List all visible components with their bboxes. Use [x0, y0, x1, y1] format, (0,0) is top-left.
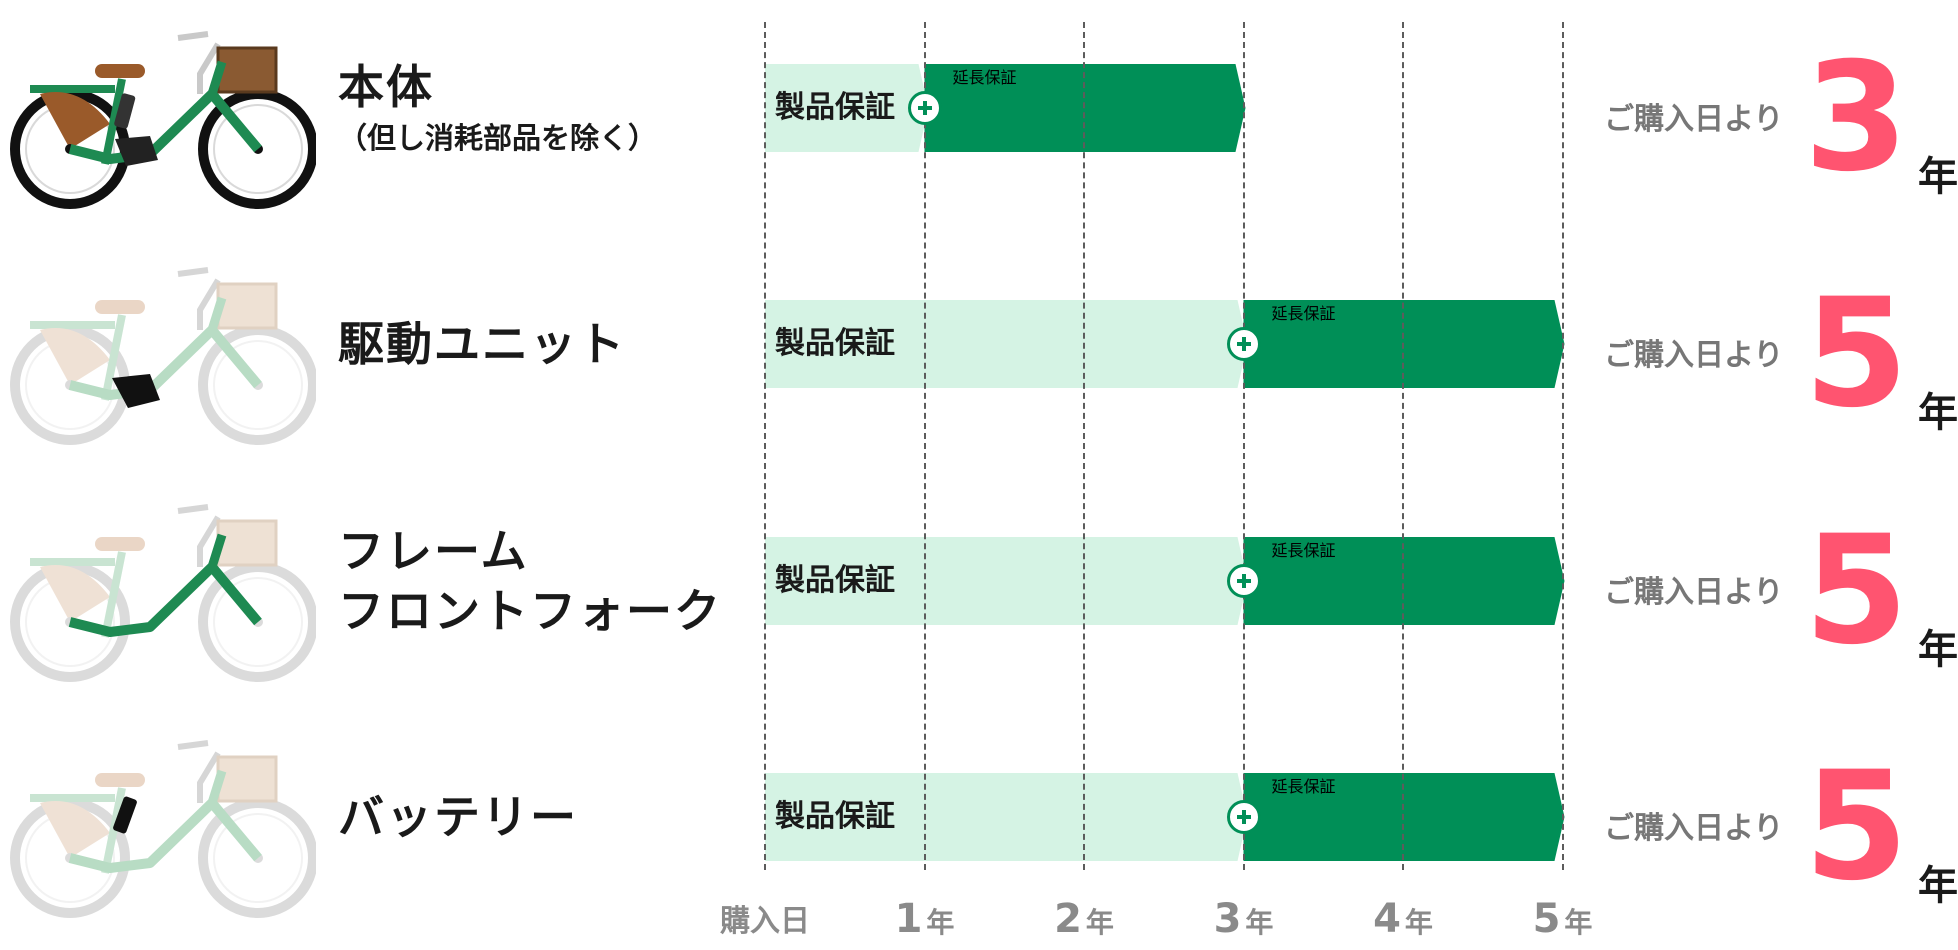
total-years: 3	[1804, 31, 1909, 205]
bar-label-extended-warranty: 延長保証	[952, 68, 1017, 87]
bar-label-product-warranty: 製品保証	[775, 563, 895, 598]
gridline	[1402, 22, 1404, 870]
bar-label-extended-warranty: 延長保証	[1271, 541, 1336, 560]
bicycle-illustration	[10, 31, 316, 209]
gridline	[1561, 22, 1564, 870]
bar-extended-warranty	[1243, 773, 1565, 861]
bar-product-warranty	[765, 537, 1248, 625]
category-name: 本体	[338, 60, 434, 114]
category-name: バッテリー	[338, 790, 578, 844]
x-tick-value: 3	[1213, 896, 1242, 942]
total-prefix: ご購入日より	[1604, 811, 1784, 846]
plus-circle-icon	[1226, 327, 1261, 361]
bar-product-warranty	[765, 773, 1248, 861]
total-unit: 年	[1918, 863, 1958, 909]
bar-label-extended-warranty: 延長保証	[1271, 777, 1336, 796]
x-tick-unit: 年	[1564, 906, 1593, 939]
plus-circle-icon	[1226, 564, 1261, 598]
total-prefix: ご購入日より	[1604, 338, 1784, 373]
category-label: 駆動ユニット	[338, 314, 626, 374]
x-tick-label: 購入日	[720, 896, 810, 940]
total-unit: 年	[1918, 154, 1958, 200]
x-tick-unit: 年	[1245, 906, 1274, 939]
category-label: フレームフロントフォーク	[338, 521, 722, 641]
category-name-line: フロントフォーク	[338, 584, 722, 638]
bicycle-illustration	[10, 267, 316, 445]
bar-product-warranty	[765, 64, 929, 152]
bar-label-product-warranty: 製品保証	[775, 799, 895, 834]
bar-label-extended-warranty: 延長保証	[1271, 304, 1336, 323]
category-name-line: フレーム	[338, 524, 529, 578]
bar-extended-warranty	[1243, 300, 1565, 388]
gridline	[1242, 22, 1245, 870]
category-name: フレームフロントフォーク	[338, 521, 722, 641]
plus-circle-icon	[1226, 800, 1261, 834]
x-tick-value: 4	[1373, 896, 1401, 942]
category-label: 本体 （但し消耗部品を除く）	[338, 57, 657, 159]
category-label: バッテリー	[338, 787, 578, 847]
total-prefix: ご購入日より	[1604, 102, 1784, 137]
x-tick-value: 5	[1532, 896, 1561, 942]
x-tick-unit: 年	[926, 906, 955, 939]
total-years: 5	[1804, 740, 1909, 914]
bar-extended-warranty	[924, 64, 1246, 152]
bar-label-product-warranty: 製品保証	[775, 90, 895, 125]
total-unit: 年	[1918, 627, 1958, 673]
gridline	[1083, 22, 1085, 870]
bar-extended-warranty	[1243, 537, 1565, 625]
x-tick-value: 1	[894, 896, 923, 942]
category-subtitle: （但し消耗部品を除く）	[338, 121, 658, 155]
total-unit: 年	[1918, 390, 1958, 436]
total-prefix: ご購入日より	[1604, 575, 1784, 610]
x-tick-unit: 年	[1404, 906, 1433, 939]
total-years: 5	[1804, 504, 1909, 678]
bicycle-illustration	[10, 740, 316, 918]
bar-product-warranty	[765, 300, 1248, 388]
bicycle-illustration	[10, 504, 316, 682]
total-years: 5	[1804, 267, 1909, 441]
plus-circle-icon	[907, 91, 942, 125]
gridline	[923, 22, 926, 870]
x-tick-value: 購入日	[720, 904, 810, 939]
gridline	[764, 22, 766, 870]
x-tick-unit: 年	[1085, 906, 1114, 939]
x-tick-value: 2	[1054, 896, 1082, 942]
bar-label-product-warranty: 製品保証	[775, 326, 895, 361]
category-name: 駆動ユニット	[338, 317, 626, 371]
